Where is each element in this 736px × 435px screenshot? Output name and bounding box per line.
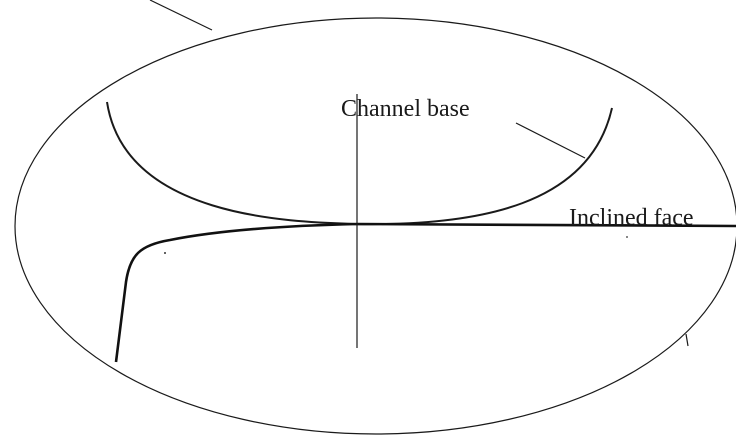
scan-speck	[626, 236, 628, 238]
channel-base-label: Channel base	[341, 96, 470, 122]
inclined-face-label: Inclined face	[569, 205, 694, 231]
enclosing-ellipse	[14, 17, 736, 435]
channel-base-leader	[515, 122, 586, 159]
scan-speck	[164, 252, 166, 254]
inclined-face-line	[114, 222, 736, 363]
top-leader-line	[149, 0, 213, 31]
edge-tick-mark	[685, 333, 689, 347]
